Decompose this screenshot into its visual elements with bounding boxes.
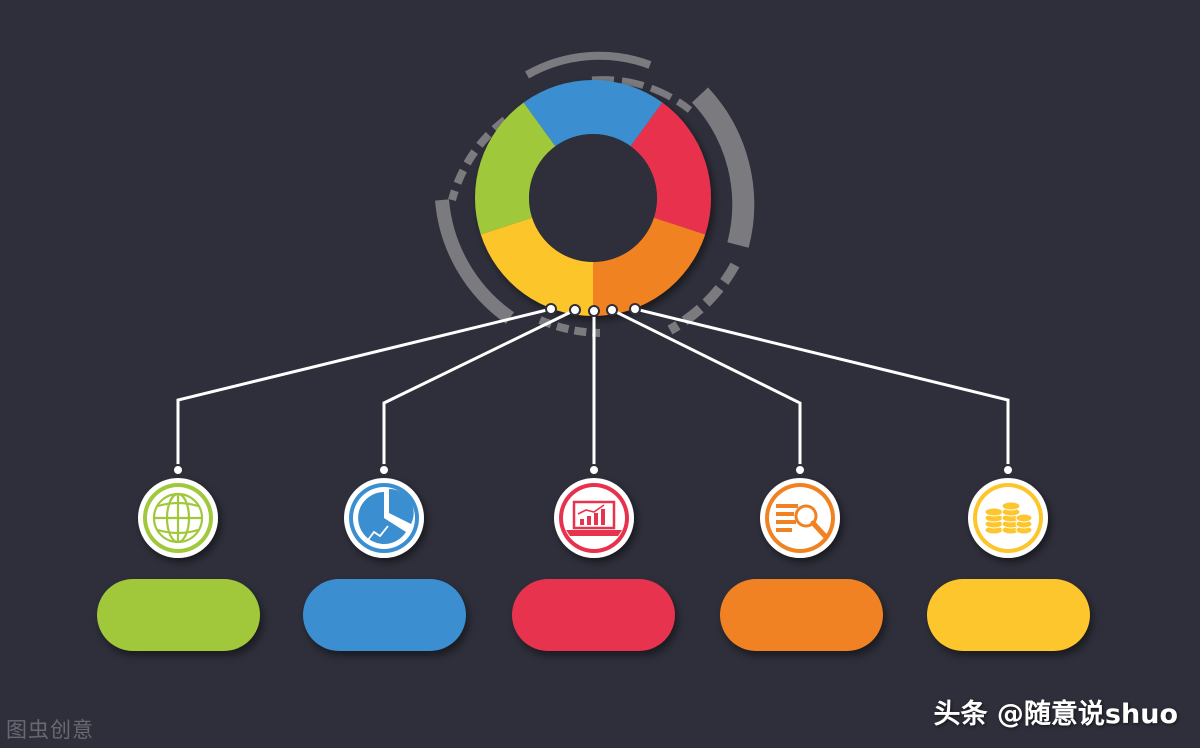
connector-yellow bbox=[634, 307, 1010, 470]
arc-right-lower bbox=[667, 262, 740, 335]
connector-dot bbox=[606, 304, 618, 316]
pie-chart-icon bbox=[358, 488, 414, 544]
arc-left-thick bbox=[435, 199, 515, 324]
pill-orange bbox=[720, 579, 883, 651]
connector-dot bbox=[545, 303, 557, 315]
arc-top-dashed bbox=[591, 76, 693, 113]
connector-dot bbox=[1002, 464, 1014, 476]
connector-dot bbox=[569, 304, 581, 316]
pill-green bbox=[97, 579, 260, 651]
ring-segment-orange bbox=[593, 217, 706, 316]
arc-right-thick bbox=[691, 87, 755, 248]
connector-dot bbox=[172, 464, 184, 476]
arc-top bbox=[525, 51, 652, 79]
ring-segment-blue bbox=[523, 80, 663, 147]
connector-dots bbox=[172, 303, 1014, 476]
ring-hole bbox=[529, 134, 657, 262]
magnifier-document-icon bbox=[776, 504, 828, 539]
connector-dot bbox=[629, 303, 641, 315]
connector-dot bbox=[794, 464, 806, 476]
connector-dot bbox=[588, 305, 600, 317]
connector-blue bbox=[382, 308, 576, 470]
arc-left-upper bbox=[448, 116, 508, 202]
watermark-right: 头条 @随意说shuo bbox=[933, 699, 1178, 730]
connector-dot bbox=[378, 464, 390, 476]
laptop-chart-icon bbox=[566, 500, 622, 536]
connector-dot bbox=[588, 464, 600, 476]
watermark-left: 图虫创意 bbox=[6, 718, 94, 742]
coin-stack-icon bbox=[984, 501, 1033, 535]
connector-orange bbox=[611, 308, 802, 470]
ring-segment-yellow bbox=[480, 217, 593, 316]
pill-blue bbox=[303, 579, 466, 651]
globe-icon bbox=[152, 492, 204, 544]
arc-bottom bbox=[538, 316, 601, 337]
pill-red bbox=[512, 579, 675, 651]
ring-segment-red bbox=[630, 102, 711, 235]
decorative-arcs bbox=[435, 51, 755, 337]
ring-segment-green bbox=[475, 102, 556, 235]
connectors bbox=[176, 307, 1010, 470]
pill-yellow bbox=[927, 579, 1090, 651]
donut-ring bbox=[475, 80, 711, 316]
connector-green bbox=[176, 307, 552, 470]
